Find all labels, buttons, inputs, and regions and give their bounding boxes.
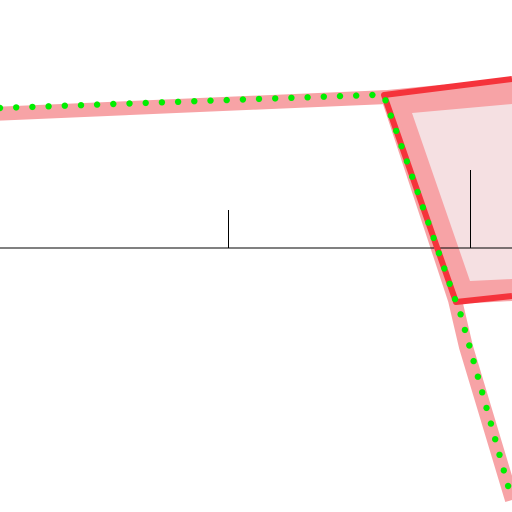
dotted-path-dot <box>419 204 427 211</box>
dotted-path-dot <box>174 98 182 106</box>
highlighted-edge-path <box>381 76 512 305</box>
highlighted-region-fill <box>412 104 512 281</box>
dotted-path-dot <box>479 389 486 396</box>
dotted-path-dot <box>239 96 247 103</box>
dotted-path-dot <box>446 280 453 287</box>
dotted-path-dot <box>466 342 473 349</box>
dotted-path-dot <box>435 250 443 257</box>
dotted-path-dot <box>77 102 85 109</box>
dotted-path-dot <box>191 98 198 105</box>
dotted-path-dot <box>223 96 230 104</box>
dotted-path-dot <box>474 373 482 380</box>
dotted-path-dot <box>110 100 117 108</box>
dotted-path-dot <box>158 99 166 106</box>
dotted-path-dot <box>492 436 499 443</box>
dotted-path-dot <box>403 158 411 165</box>
dotted-path-dot <box>61 102 68 109</box>
dotted-path-dot <box>382 97 389 104</box>
dotted-path-dot <box>142 99 149 107</box>
dotted-path-dot <box>304 94 311 101</box>
dotted-path-dot <box>45 103 52 110</box>
dotted-path-dot <box>430 234 437 242</box>
dotted-path-dot <box>414 188 421 196</box>
dotted-path-dot <box>207 97 214 104</box>
dotted-path-dot <box>441 265 448 272</box>
dotted-path-dot <box>457 311 464 318</box>
dotted-path-dot <box>13 104 20 111</box>
dotted-path-dot <box>483 404 490 412</box>
dotted-path-dot <box>353 92 360 99</box>
dotted-path-dot <box>255 95 263 103</box>
dotted-path-dot <box>470 357 477 365</box>
dotted-path-dot <box>0 104 4 112</box>
dotted-path-dot <box>369 91 376 99</box>
dotted-path-dot <box>29 103 36 111</box>
dotted-path-dot <box>320 93 327 100</box>
dotted-path-dot <box>504 482 512 490</box>
dotted-path-dot <box>461 326 469 334</box>
dotted-path-dot <box>387 112 394 119</box>
dotted-path-dot <box>496 451 503 458</box>
dotted-path-dot <box>126 100 133 107</box>
dotted-path-dot <box>288 94 295 102</box>
dotted-path-dot <box>425 219 432 226</box>
dotted-path-dot <box>272 95 279 102</box>
dotted-path-dot <box>500 467 507 474</box>
dotted-path-dot <box>487 420 495 427</box>
dotted-path-dot <box>336 92 344 100</box>
dotted-path-dot <box>393 127 400 135</box>
dotted-path-dot <box>451 295 459 303</box>
dotted-path-dot <box>93 101 101 108</box>
dotted-path-dot <box>409 173 416 180</box>
dotted-path-dot <box>398 143 405 150</box>
green-dotted-path <box>0 91 512 490</box>
